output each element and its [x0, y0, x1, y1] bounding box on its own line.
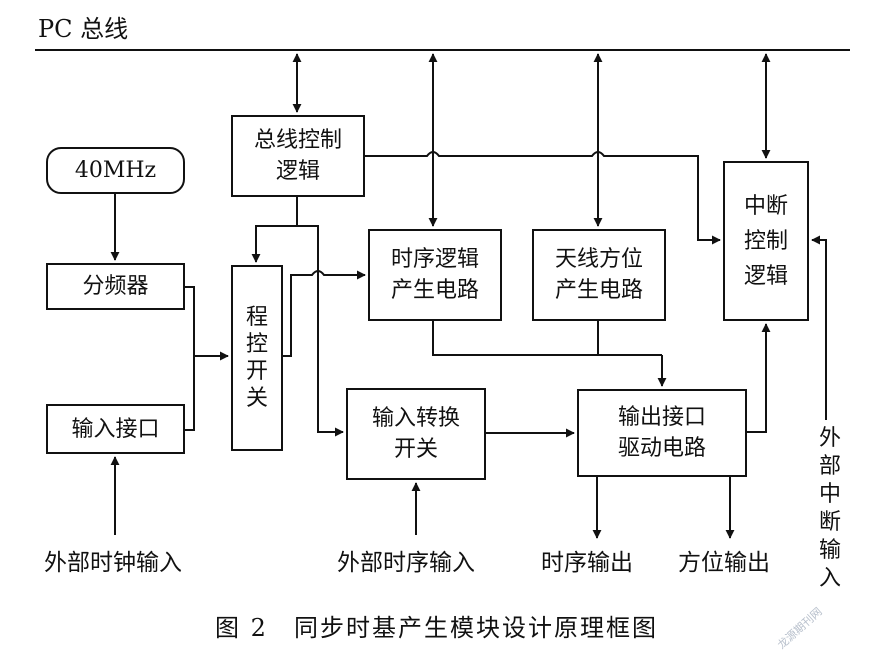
timing-to-driver-line — [432, 320, 662, 356]
figure-caption: 图 2 同步时基产生模块设计原理框图 — [215, 614, 658, 642]
azimuth-output-label: 方位输出 — [678, 550, 770, 576]
input-switch-label: 输入转换 开关 — [347, 389, 485, 479]
iface-to-switch-line — [184, 356, 195, 431]
interrupt-control-label: 中断 控制 逻辑 — [724, 162, 808, 320]
driver-to-interrupt-arrow — [746, 323, 771, 433]
pc-bus-label: PC 总线 — [38, 15, 129, 43]
bus-control-line2: 逻辑 — [275, 159, 320, 184]
interrupt-control-box — [723, 161, 809, 321]
clock-label: 40MHz — [47, 148, 184, 193]
ext-timing-input-label: 外部时序输入 — [337, 550, 475, 576]
bus-control-label: 总线控制 逻辑 — [232, 116, 364, 196]
ext-interrupt-char: 入 — [818, 566, 841, 591]
ext-clock-input-label: 外部时钟输入 — [44, 550, 182, 576]
program-switch-label: 程 控 开 关 — [232, 304, 282, 412]
output-driver-line2: 驱动电路 — [617, 436, 706, 461]
input-switch-line2: 开关 — [393, 437, 438, 462]
program-switch-box — [231, 265, 283, 451]
program-switch-char: 程 — [245, 305, 268, 330]
input-switch-line1: 输入转换 — [371, 406, 460, 431]
switch-to-timing-line — [282, 270, 366, 357]
timing-logic-label: 时序逻辑 产生电路 — [369, 230, 501, 320]
ext-interrupt-char: 输 — [818, 538, 841, 563]
bus-control-to-input-switch-arrow — [297, 225, 344, 437]
timing-logic-box — [368, 229, 502, 321]
timing-output-label: 时序输出 — [541, 550, 633, 576]
input-interface-text: 输入接口 — [71, 416, 160, 442]
interrupt-line2: 控制 — [743, 228, 788, 254]
divider-label: 分频器 — [47, 264, 184, 309]
output-driver-line1: 输出接口 — [617, 405, 706, 430]
bus-control-to-interrupt-line — [364, 151, 721, 245]
timing-logic-line1: 时序逻辑 — [390, 247, 479, 272]
bus-control-line1: 总线控制 — [253, 128, 342, 153]
clock-text: 40MHz — [74, 158, 157, 183]
ext-interrupt-char: 部 — [818, 454, 841, 479]
interrupt-line1: 中断 — [743, 193, 788, 219]
ext-interrupt-input-label: 外 部 中 断 输 入 — [818, 425, 842, 593]
program-switch-char: 关 — [245, 386, 268, 411]
ext-interrupt-char: 中 — [818, 482, 841, 507]
divider-to-switch-line — [184, 286, 195, 356]
interrupt-line3: 逻辑 — [743, 263, 788, 289]
antenna-azimuth-line1: 天线方位 — [554, 247, 643, 272]
program-switch-char: 开 — [245, 359, 268, 384]
ext-interrupt-char: 断 — [818, 510, 841, 535]
divider-text: 分频器 — [82, 274, 149, 299]
antenna-azimuth-label: 天线方位 产生电路 — [533, 230, 665, 320]
ext-interrupt-arrow — [811, 235, 827, 420]
ext-interrupt-char: 外 — [818, 426, 841, 451]
output-driver-label: 输出接口 驱动电路 — [578, 390, 746, 476]
input-interface-label: 输入接口 — [47, 405, 184, 453]
program-switch-char: 控 — [245, 332, 268, 357]
timing-logic-line2: 产生电路 — [390, 278, 479, 303]
antenna-azimuth-line2: 产生电路 — [554, 278, 643, 303]
bus-control-to-switch-arrow — [251, 225, 297, 263]
